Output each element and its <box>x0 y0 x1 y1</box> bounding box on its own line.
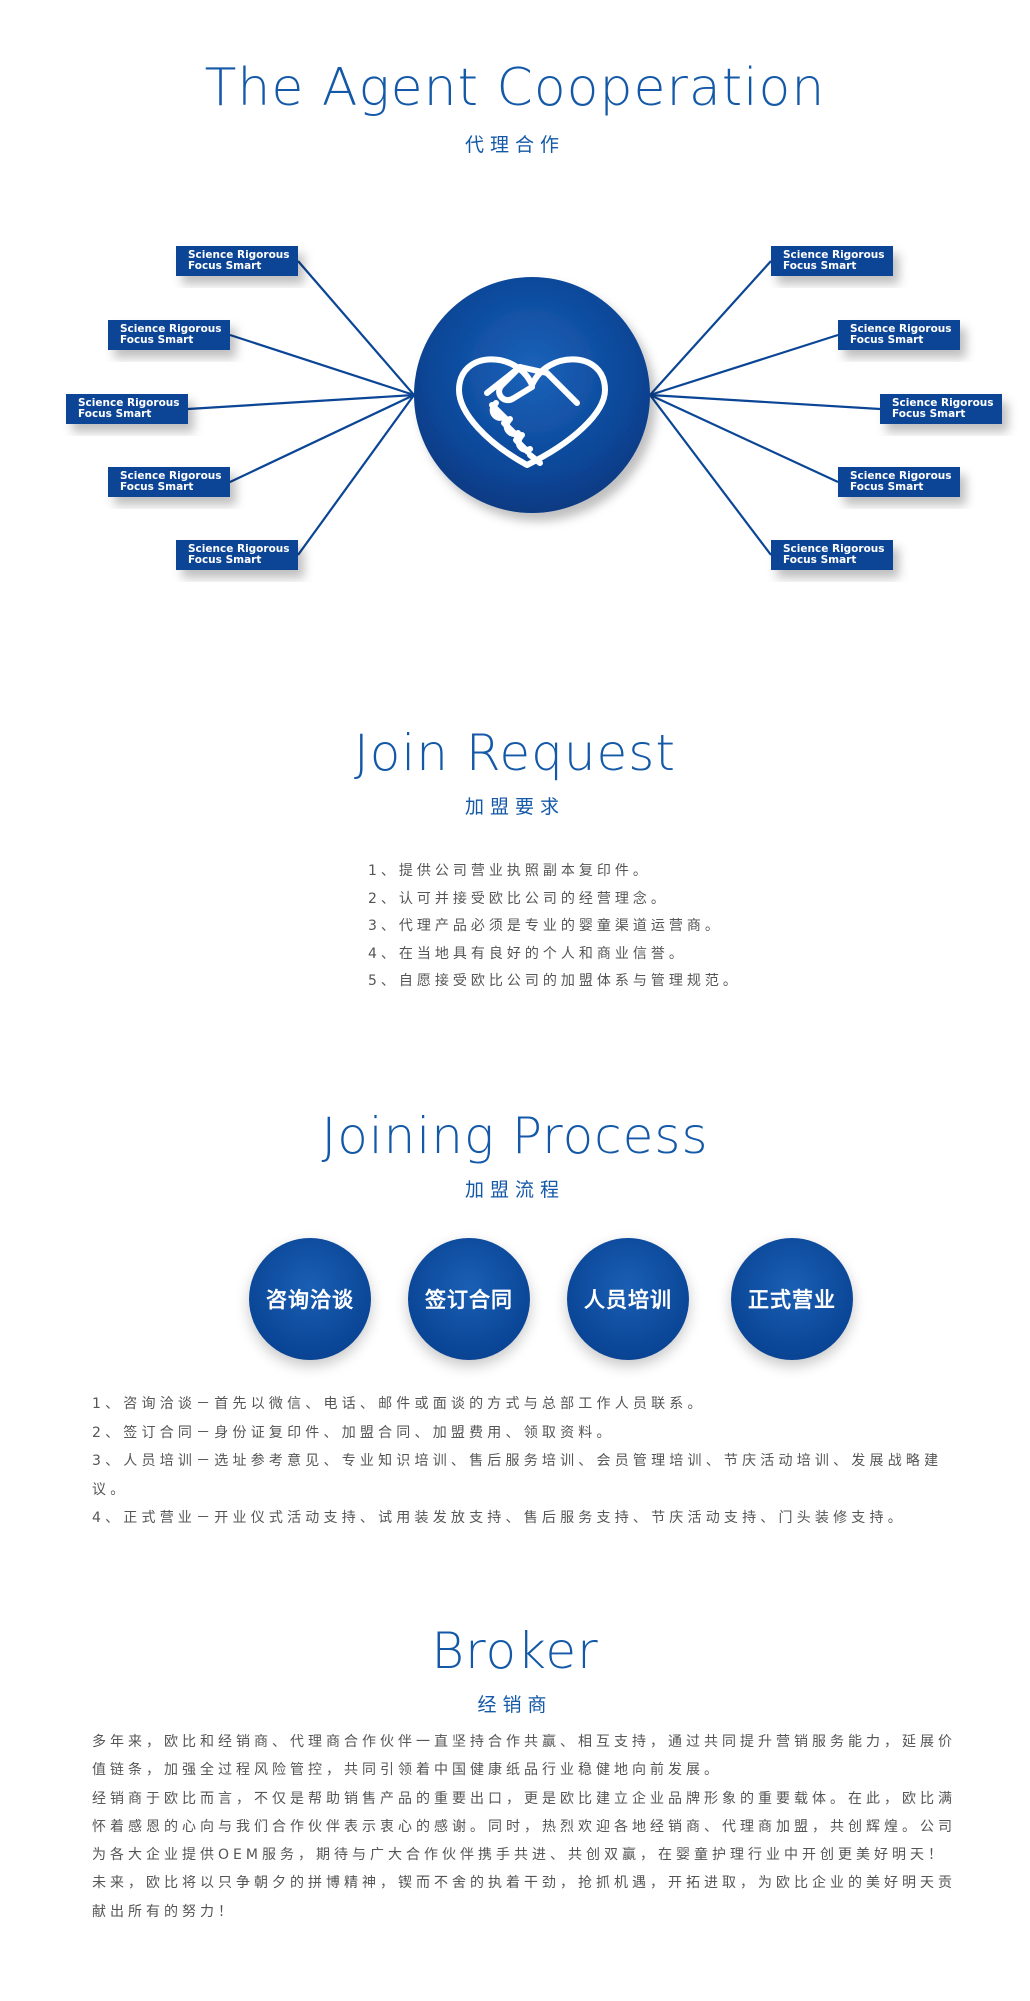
broker-paragraph: 多年来，欧比和经销商、代理商合作伙伴一直坚持合作共赢、相互支持，通过共同提升营销… <box>92 1734 956 1779</box>
join-subtitle: 加盟要求 <box>464 796 565 818</box>
process-details: 1、咨询洽谈－首先以微信、电话、邮件或面谈的方式与总部工作人员联系。 2、签订合… <box>92 1390 972 1533</box>
keyword-box-label: Focus Smart <box>120 481 193 493</box>
step-opening: 正式营业 <box>731 1238 853 1360</box>
connector-line <box>187 393 415 411</box>
connector-line <box>649 393 881 411</box>
process-detail: 1、咨询洽谈－首先以微信、电话、邮件或面谈的方式与总部工作人员联系。 <box>92 1396 706 1412</box>
keyword-box-label: Science Rigorous <box>783 543 885 555</box>
keyword-box-label: Science Rigorous <box>188 249 290 261</box>
keyword-box-label: Focus Smart <box>120 334 193 346</box>
keyword-box-label: Science Rigorous <box>120 470 222 482</box>
keyword-box-label: Focus Smart <box>892 408 965 420</box>
connector-line <box>229 394 415 483</box>
keyword-box-label: Science Rigorous <box>892 397 994 409</box>
keyword-box-label: Science Rigorous <box>188 543 290 555</box>
process-detail: 4、正式营业－开业仪式活动支持、试用装发放支持、售后服务支持、节庆活动支持、门头… <box>92 1510 906 1526</box>
broker-description: 多年来，欧比和经销商、代理商合作伙伴一直坚持合作共赢、相互支持，通过共同提升营销… <box>92 1728 972 1926</box>
broker-subtitle: 经销商 <box>477 1694 553 1716</box>
keyword-box-label: Focus Smart <box>850 334 923 346</box>
process-subtitle: 加盟流程 <box>464 1179 565 1201</box>
keyword-box-label: Science Rigorous <box>850 470 952 482</box>
list-item: 2、认可并接受欧比公司的经营理念。 <box>368 890 669 907</box>
join-title: Join Request <box>354 724 676 782</box>
agent-title: The Agent Cooperation <box>204 58 826 118</box>
agent-subtitle: 代理合作 <box>464 134 565 156</box>
process-detail: 2、签订合同－身份证复印件、加盟合同、加盟费用、领取资料。 <box>92 1424 615 1441</box>
list-item: 3、代理产品必须是专业的婴童渠道运营商。 <box>368 918 723 934</box>
keyword-box-label: Focus Smart <box>783 554 856 566</box>
keyword-box-label: Focus Smart <box>850 481 923 493</box>
broker-paragraph: 未来，欧比将以只争朝夕的拼博精神，锲而不舍的执着干劲，抢抓机遇，开拓进取，为欧比… <box>92 1875 956 1920</box>
keyword-box-label: Focus Smart <box>78 408 151 420</box>
connector-line <box>649 333 839 397</box>
connector-line <box>297 394 415 556</box>
heart-handshake-icon <box>456 356 608 468</box>
center-circle <box>414 277 650 513</box>
step-consult: 咨询洽谈 <box>249 1238 371 1360</box>
broker-title: Broker <box>431 1622 599 1680</box>
connector-line <box>649 260 772 396</box>
step-contract: 签订合同 <box>408 1238 530 1360</box>
broker-paragraph: 经销商于欧比而言，不仅是帮助销售产品的重要出口，更是欧比建立企业品牌形象的重要载… <box>92 1790 956 1864</box>
process-title: Joining Process <box>321 1107 709 1165</box>
list-item: 4、在当地具有良好的个人和商业信誉。 <box>368 945 687 962</box>
keyword-box-label: Focus Smart <box>188 554 261 566</box>
connector-line <box>649 394 839 483</box>
keyword-box-label: Science Rigorous <box>850 323 952 335</box>
keyword-box-label: Science Rigorous <box>783 249 885 261</box>
list-item: 1、提供公司营业执照副本复印件。 <box>368 863 651 879</box>
join-requirements-list: 1、提供公司营业执照副本复印件。 2、认可并接受欧比公司的经营理念。 3、代理产… <box>368 858 741 996</box>
keyword-box-label: Focus Smart <box>783 260 856 272</box>
keyword-box-label: Focus Smart <box>188 260 261 272</box>
connector-line <box>229 333 415 397</box>
process-detail: 3、人员培训－选址参考意见、专业知识培训、售后服务培训、会员管理培训、节庆活动培… <box>92 1453 943 1498</box>
connector-line <box>297 260 415 396</box>
keyword-box-label: Science Rigorous <box>120 323 222 335</box>
connector-line <box>649 394 772 556</box>
step-training: 人员培训 <box>567 1238 689 1360</box>
list-item: 5、自愿接受欧比公司的加盟体系与管理规范。 <box>368 973 741 989</box>
keyword-box-label: Science Rigorous <box>78 397 180 409</box>
